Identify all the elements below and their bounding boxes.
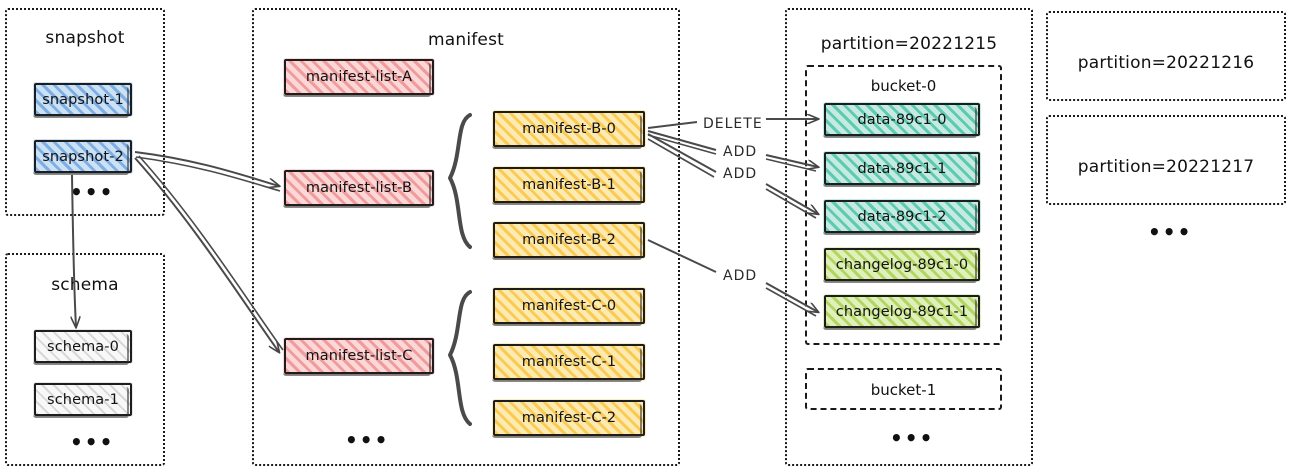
node-changelog-89c1-1-label: changelog-89c1-1 (835, 303, 969, 320)
node-manifest-b-1[interactable]: manifest-B-1 (492, 167, 645, 205)
node-manifest-list-c[interactable]: manifest-list-C (283, 338, 434, 376)
node-schema-1[interactable]: schema-1 (33, 383, 132, 418)
node-manifest-list-a[interactable]: manifest-list-A (283, 59, 434, 97)
node-data-89c1-0-label: data-89c1-0 (857, 111, 947, 128)
bucket-0-title: bucket-0 (870, 77, 937, 95)
node-data-89c1-0[interactable]: data-89c1-0 (823, 103, 980, 138)
edge-label-add-1: ADD (720, 144, 761, 160)
node-manifest-b-2-label: manifest-B-2 (522, 232, 616, 248)
node-data-89c1-2[interactable]: data-89c1-2 (823, 200, 980, 235)
node-manifest-c-0[interactable]: manifest-C-0 (492, 288, 645, 326)
node-changelog-89c1-0[interactable]: changelog-89c1-0 (823, 248, 980, 283)
section-snapshot: snapshot (5, 8, 165, 216)
node-data-89c1-1[interactable]: data-89c1-1 (823, 152, 980, 187)
node-manifest-list-b-label: manifest-list-B (305, 180, 413, 196)
ellipsis-partitions: ••• (1148, 220, 1193, 244)
node-manifest-list-a-label: manifest-list-A (305, 69, 413, 85)
node-data-89c1-2-label: data-89c1-2 (857, 208, 947, 225)
section-schema: schema (5, 253, 165, 466)
node-schema-0-label: schema-0 (47, 338, 119, 355)
section-snapshot-title: snapshot (45, 28, 125, 48)
node-data-89c1-1-label: data-89c1-1 (857, 160, 947, 177)
edge-label-add-3: ADD (720, 268, 761, 284)
section-schema-title: schema (51, 275, 119, 295)
node-manifest-b-0[interactable]: manifest-B-0 (492, 111, 645, 149)
node-manifest-b-1-label: manifest-B-1 (522, 177, 616, 193)
node-manifest-c-2-label: manifest-C-2 (521, 410, 617, 426)
node-manifest-list-c-label: manifest-list-C (305, 348, 413, 364)
node-manifest-c-1[interactable]: manifest-C-1 (492, 344, 645, 382)
section-partition-20221216: partition=20221216 (1046, 11, 1286, 101)
node-snapshot-2[interactable]: snapshot-2 (33, 140, 132, 175)
node-changelog-89c1-1[interactable]: changelog-89c1-1 (823, 295, 980, 330)
section-partition-20221216-title: partition=20221216 (1077, 53, 1255, 73)
bucket-1-title: bucket-1 (870, 381, 937, 399)
node-manifest-b-0-label: manifest-B-0 (522, 121, 616, 137)
ellipsis-manifest: ••• (345, 428, 390, 452)
edge-label-delete-1: DELETE (700, 116, 766, 132)
node-manifest-list-b[interactable]: manifest-list-B (283, 170, 434, 208)
ellipsis-schema: ••• (70, 430, 115, 454)
node-manifest-b-2[interactable]: manifest-B-2 (492, 222, 645, 260)
ellipsis-partition-20221215: ••• (890, 426, 935, 450)
node-manifest-c-2[interactable]: manifest-C-2 (492, 400, 645, 438)
section-partition-20221217: partition=20221217 (1046, 115, 1286, 205)
node-schema-0[interactable]: schema-0 (33, 330, 132, 365)
section-manifest-title: manifest (427, 30, 505, 50)
section-partition-20221215-title: partition=20221215 (820, 34, 998, 54)
node-snapshot-1-label: snapshot-1 (42, 91, 124, 108)
node-schema-1-label: schema-1 (47, 391, 119, 408)
node-changelog-89c1-0-label: changelog-89c1-0 (835, 256, 969, 273)
node-manifest-c-0-label: manifest-C-0 (521, 298, 617, 314)
section-partition-20221215: partition=20221215 (785, 8, 1033, 466)
node-snapshot-2-label: snapshot-2 (42, 148, 124, 165)
section-partition-20221217-title: partition=20221217 (1077, 157, 1255, 177)
edge-label-add-2: ADD (720, 166, 761, 182)
ellipsis-snapshot: ••• (70, 180, 115, 204)
bucket-1-container: bucket-1 (805, 368, 1002, 410)
node-snapshot-1[interactable]: snapshot-1 (33, 83, 132, 118)
node-manifest-c-1-label: manifest-C-1 (521, 354, 617, 370)
